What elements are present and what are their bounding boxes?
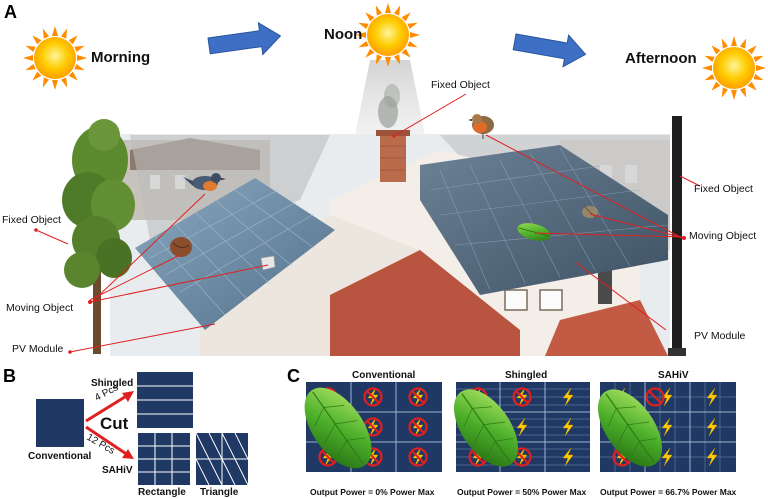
- right-arrow-icon: [207, 21, 282, 56]
- sun-icon: [356, 3, 420, 67]
- conventional-cell: [36, 399, 84, 447]
- pole: [668, 116, 686, 356]
- pv-module-label-left: PV Module: [12, 343, 64, 355]
- bird-icon: [468, 114, 494, 139]
- sahiv-module-title: SAHiV: [658, 370, 689, 381]
- panel-c-modules: [304, 382, 736, 472]
- fixed-object-label-top: Fixed Object: [431, 79, 490, 91]
- shingled-output-power: Output Power = 50% Power Max: [457, 487, 587, 497]
- panel-label-c: C: [287, 366, 300, 386]
- rooftop-scene: [23, 3, 766, 356]
- cut-label: Cut: [100, 414, 129, 433]
- shingled-module-title: Shingled: [505, 370, 548, 381]
- conventional-output-power: Output Power = 0% Power Max: [310, 487, 435, 497]
- leaf-icon: [598, 389, 662, 467]
- morning-label: Morning: [91, 49, 151, 66]
- triangle-label: Triangle: [200, 487, 239, 498]
- dry-leaf: [170, 237, 192, 257]
- afternoon-label: Afternoon: [625, 50, 697, 67]
- fixed-object-label-left: Fixed Object: [2, 214, 61, 226]
- shingled-module: [454, 382, 590, 472]
- right-arrow-icon: [512, 33, 587, 68]
- sahiv-label: SAHiV: [102, 465, 133, 476]
- sun-icon: [23, 26, 87, 90]
- pv-module-label-right: PV Module: [694, 330, 746, 342]
- panel-label-b: B: [3, 366, 16, 386]
- conventional-module: [304, 382, 442, 472]
- leaf-icon: [454, 389, 518, 467]
- noon-label: Noon: [324, 26, 363, 43]
- fixed-object-label-right: Fixed Object: [694, 183, 753, 195]
- panel-label-a: A: [4, 2, 17, 22]
- tree: [62, 119, 135, 354]
- red-arrow-icon: [85, 391, 134, 423]
- sahiv-output-power: Output Power = 66.7% Power Max: [600, 487, 737, 497]
- rectangle-label: Rectangle: [138, 487, 186, 498]
- bird-icon: [183, 173, 226, 191]
- red-arrow-icon: [85, 425, 134, 459]
- leaf-icon: [517, 223, 551, 241]
- rectangle-cell: [138, 433, 190, 485]
- shingled-label: Shingled: [91, 378, 134, 389]
- shingled-cell: [137, 372, 193, 428]
- panel-b-diagram: [36, 372, 249, 486]
- conventional-label: Conventional: [28, 451, 92, 462]
- twig-debris: [582, 205, 598, 219]
- sun-icon: [702, 36, 766, 100]
- leaf-icon: [304, 387, 372, 469]
- sahiv-module: [598, 382, 736, 472]
- triangle-cell: [195, 432, 249, 486]
- chimney: [376, 84, 410, 182]
- annotation-lines: [35, 93, 701, 353]
- moving-object-label-left: Moving Object: [6, 302, 74, 314]
- pv-module-left-roof: [135, 178, 335, 330]
- conventional-module-title: Conventional: [352, 370, 416, 381]
- moving-object-label-right: Moving Object: [689, 230, 757, 242]
